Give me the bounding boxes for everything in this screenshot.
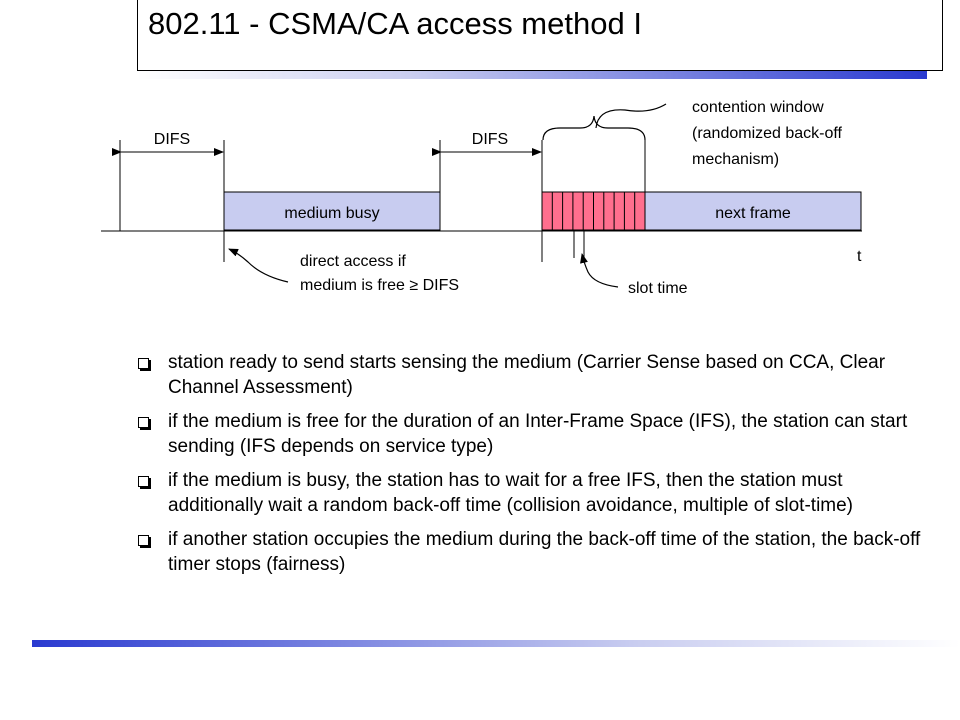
next-frame-label: next frame [715,205,791,222]
bullet-item: if the medium is free for the duration o… [138,409,928,459]
bullet-text: if the medium is busy, the station has t… [168,470,854,516]
direct-access-label: direct access if medium is free ≥ DIFS [300,253,459,294]
bullet-text: station ready to send starts sensing the… [168,352,886,398]
bullet-item: station ready to send starts sensing the… [138,350,928,400]
title-box: 802.11 - CSMA/CA access method I [137,0,943,71]
contention-window-label: contention window (randomized back-off m… [692,99,846,168]
title-shadow-bar [137,70,927,79]
contention-window-pointer [595,103,667,129]
bullet-item: if another station occupies the medium d… [138,527,928,577]
next-frame-box [644,191,862,231]
bottom-accent-bar [32,640,960,647]
medium-busy-box [223,191,441,231]
time-axis-label: t [857,248,862,265]
slot-time-arrow [580,253,619,288]
difs-label-1: DIFS [154,131,190,148]
bullet-text: if another station occupies the medium d… [168,529,921,575]
difs-label-2: DIFS [472,131,508,148]
square-bullet-icon [138,417,149,428]
contention-window-brace [542,115,646,141]
medium-busy-label: medium busy [284,205,379,222]
square-bullet-icon [138,476,149,487]
csma-ca-timing-diagram: medium busy next frame DIFS DIFS content… [101,99,862,297]
backoff-slot-lines [551,192,636,230]
square-bullet-icon [138,358,149,369]
slot-time-label: slot time [628,280,688,297]
direct-access-arrow [228,248,289,283]
bullet-list: station ready to send starts sensing the… [138,350,928,586]
bullet-item: if the medium is busy, the station has t… [138,468,928,518]
page-title: 802.11 - CSMA/CA access method I [148,6,642,41]
bullet-text: if the medium is free for the duration o… [168,411,908,457]
square-bullet-icon [138,535,149,546]
